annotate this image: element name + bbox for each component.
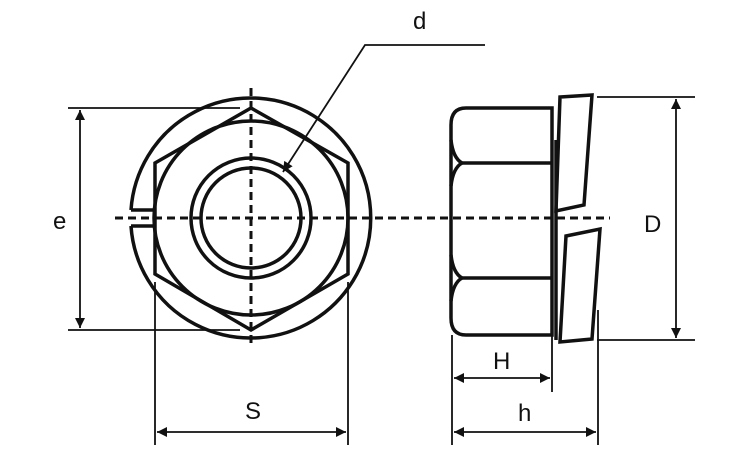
washer-upper-half — [554, 93, 594, 214]
label-S: S — [245, 398, 262, 425]
label-d: d — [413, 8, 427, 35]
label-D: D — [644, 211, 662, 238]
washer-lower-half — [558, 226, 602, 344]
dimension-d-leader — [282, 44, 485, 173]
label-e: e — [53, 208, 67, 235]
label-h: h — [518, 400, 532, 427]
label-H: H — [493, 348, 511, 375]
nut-side-view — [449, 106, 554, 337]
washer-outer-circle — [129, 96, 373, 340]
